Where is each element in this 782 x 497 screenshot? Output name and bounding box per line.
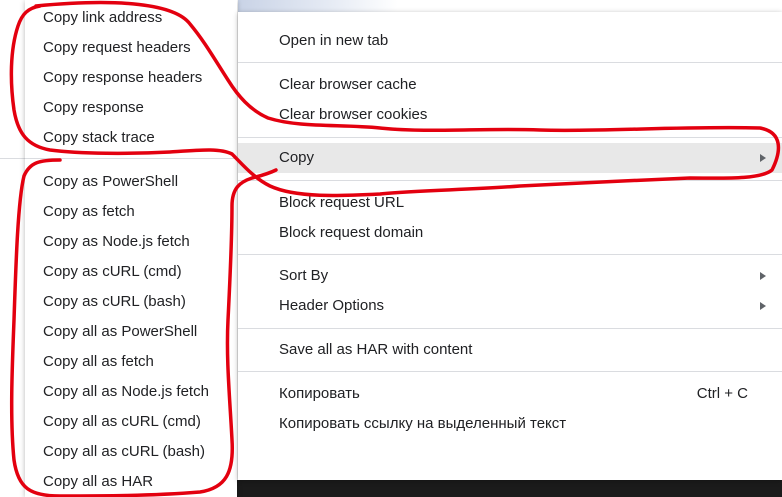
menu-item-save-all-as-har[interactable]: Save all as HAR with content	[279, 341, 473, 358]
menu-item-kopirovat[interactable]: Копировать Ctrl + C	[238, 379, 782, 409]
menu-item-open-in-new-tab[interactable]: Open in new tab	[279, 32, 389, 49]
menu-item-copy-all-as-powershell[interactable]: Copy all as PowerShell	[43, 323, 198, 340]
submenu-arrow-icon	[760, 302, 766, 310]
menu-item-copy-response-headers[interactable]: Copy response headers	[43, 69, 203, 86]
menu-item-header-options[interactable]: Header Options	[238, 291, 782, 321]
menu-item-copy-request-headers[interactable]: Copy request headers	[43, 39, 191, 56]
menu-item-copy-label: Copy	[279, 149, 315, 166]
menu-item-clear-browser-cookies[interactable]: Clear browser cookies	[279, 106, 428, 123]
menu-item-copy-all-as-nodejs-fetch[interactable]: Copy all as Node.js fetch	[43, 383, 209, 400]
menu-item-copy-all-as-har[interactable]: Copy all as HAR	[43, 473, 154, 490]
menu-item-clear-browser-cache[interactable]: Clear browser cache	[279, 76, 417, 93]
menu-item-copy-all-as-fetch[interactable]: Copy all as fetch	[43, 353, 154, 370]
menu-separator	[238, 137, 782, 138]
submenu-arrow-icon	[760, 272, 766, 280]
menu-item-copy-as-curl-bash[interactable]: Copy as cURL (bash)	[43, 293, 186, 310]
menu-item-block-request-url[interactable]: Block request URL	[279, 194, 405, 211]
menu-item-copy-response[interactable]: Copy response	[43, 99, 144, 116]
menu-separator	[238, 371, 782, 372]
menu-item-copy-as-nodejs-fetch[interactable]: Copy as Node.js fetch	[43, 233, 190, 250]
menu-item-kopirovat-label: Копировать	[279, 385, 360, 402]
shortcut-label: Ctrl + C	[696, 385, 748, 402]
menu-item-copy-as-curl-cmd[interactable]: Copy as cURL (cmd)	[43, 263, 182, 280]
submenu-arrow-icon	[760, 154, 766, 162]
menu-item-copy-all-as-curl-cmd[interactable]: Copy all as cURL (cmd)	[43, 413, 201, 430]
menu-item-copy-as-powershell[interactable]: Copy as PowerShell	[43, 173, 179, 190]
background-dark-bar	[235, 480, 782, 497]
menu-separator	[238, 328, 782, 329]
menu-item-block-request-domain[interactable]: Block request domain	[279, 224, 424, 241]
menu-item-copy-link-address[interactable]: Copy link address	[43, 9, 163, 26]
menu-item-copy-stack-trace[interactable]: Copy stack trace	[43, 129, 155, 146]
menu-item-sort-by[interactable]: Sort By	[238, 261, 782, 291]
menu-item-copy-all-as-curl-bash[interactable]: Copy all as cURL (bash)	[43, 443, 206, 460]
menu-item-sort-by-label: Sort By	[279, 267, 329, 284]
copy-submenu: Copy link address Copy request headers C…	[25, 0, 237, 497]
menu-item-kopirovat-link[interactable]: Копировать ссылку на выделенный текст	[279, 415, 567, 432]
menu-item-copy-as-fetch[interactable]: Copy as fetch	[43, 203, 135, 220]
menu-separator	[238, 62, 782, 63]
menu-separator	[238, 180, 782, 181]
menu-separator	[238, 254, 782, 255]
menu-item-copy[interactable]: Copy	[238, 143, 782, 173]
background-tab-strip	[238, 0, 398, 12]
menu-item-header-options-label: Header Options	[279, 297, 385, 314]
menu-separator	[25, 158, 237, 159]
context-menu: Open in new tab Clear browser cache Clea…	[238, 12, 782, 480]
